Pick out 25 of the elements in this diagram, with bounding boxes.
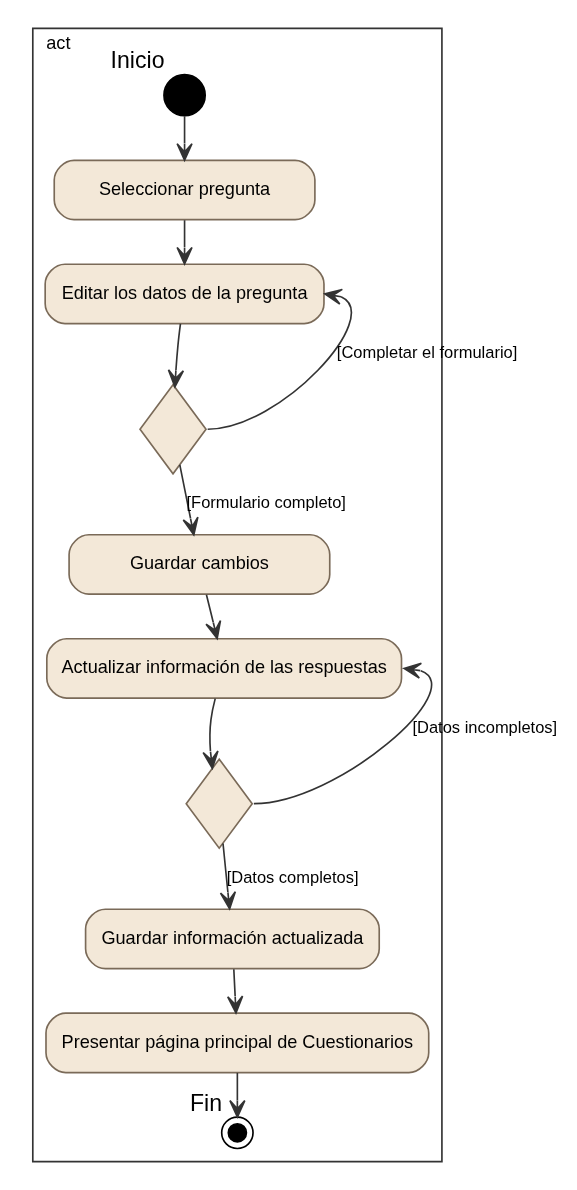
edge-label: [Datos completos]	[226, 867, 359, 886]
arrow	[167, 323, 185, 388]
node-box: Seleccionar pregunta	[53, 159, 316, 221]
arrow	[179, 464, 199, 536]
node-label: Fin	[189, 1089, 223, 1116]
arrow	[202, 697, 219, 770]
arrow	[229, 1072, 246, 1118]
arrow	[176, 219, 193, 265]
arrow	[205, 593, 222, 640]
arrow	[176, 115, 193, 162]
arrow	[219, 842, 237, 910]
edge-label: [Formulario completo]	[186, 493, 346, 512]
node-circle	[163, 73, 206, 117]
node-box: Actualizar información de las respuestas	[46, 637, 403, 699]
node-box: Guardar cambios	[68, 533, 331, 595]
node-diamond	[185, 757, 254, 850]
arrow	[226, 968, 244, 1014]
node-label: Inicio	[110, 47, 165, 74]
node-circle	[220, 1116, 254, 1150]
arrow	[253, 662, 433, 805]
node-box: Presentar página principal de Cuestionarios	[45, 1012, 430, 1074]
node-box: Guardar información actualizada	[84, 908, 381, 970]
node-diamond	[139, 383, 208, 476]
node-box: Editar los datos de la pregunta	[44, 263, 325, 325]
arrow	[206, 288, 353, 431]
